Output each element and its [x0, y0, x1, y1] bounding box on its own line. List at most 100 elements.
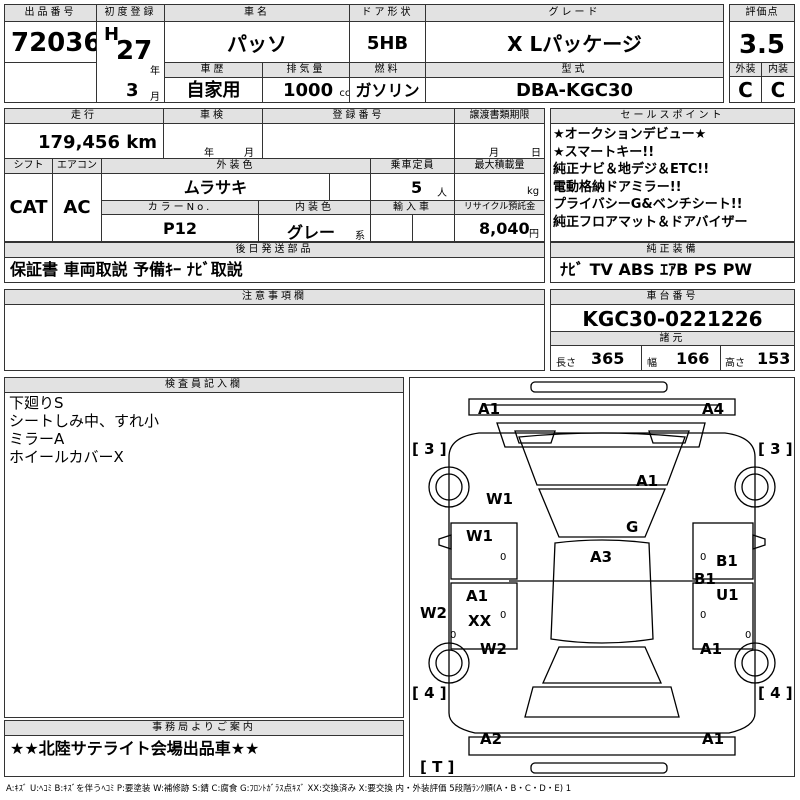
inspector-line: シートしみ中、すれ小 [9, 412, 160, 430]
lot-label: 出品番号 [5, 5, 97, 22]
int-color-label: 内装色 [259, 201, 371, 215]
grade-label: グレード [426, 5, 723, 22]
inspection-label: 車検 [164, 109, 263, 124]
interior-label: 内装 [762, 62, 794, 77]
length: 長さ 365 [551, 346, 642, 370]
exterior-label: 外装 [730, 62, 762, 77]
displacement-value: 1000 [283, 80, 334, 101]
equipment-value: ﾅﾋﾞ TV ABS ｴｱB PS PW [560, 260, 753, 279]
bracket-4-right: [ 4 ] [758, 684, 793, 702]
inspector-panel [4, 377, 404, 718]
int-color-value: グレー [287, 223, 336, 241]
history: 自家用 [165, 78, 263, 102]
transfer-month-unit: 月 [489, 148, 499, 158]
sales-point-item: 純正ナビ＆地デジ＆ETC!! [553, 162, 710, 177]
inspector-line: ミラーA [9, 430, 65, 448]
ext-color-label: 外装色 [102, 159, 371, 174]
spec-line-1 [5, 158, 544, 159]
car-diagram-panel [409, 377, 795, 777]
office-panel [4, 720, 404, 777]
door-label: ドア形状 [350, 5, 426, 22]
damage-a1-hood: A1 [636, 472, 659, 490]
displacement: 1000 cc [263, 78, 350, 102]
height-value: 153 [757, 349, 791, 368]
capacity: 5 人 [371, 174, 455, 201]
import-label: 輸入車 [371, 201, 455, 215]
mileage: 179,456 km [5, 124, 164, 158]
notes-value [10, 308, 540, 368]
bracket-3-left: [ 3 ] [412, 440, 447, 458]
mileage-unit: km [126, 132, 157, 153]
zero-mark-3: 0 [700, 552, 707, 563]
header-row2-line [165, 62, 723, 63]
capacity-unit: 人 [437, 188, 447, 199]
parts-label: 後日発送部品 [5, 243, 544, 258]
sales-point-item: 純正フロアマット＆ドアバイザー [553, 214, 748, 230]
import-value-b [413, 215, 455, 241]
header-panel [4, 4, 724, 103]
zero-mark-1: 0 [500, 552, 507, 563]
office-label: 事務局よりご案内 [5, 721, 403, 736]
first-reg-label: 初度登録 [97, 5, 165, 22]
history-label: 車歴 [165, 63, 263, 78]
damage-w2-side: W2 [420, 604, 447, 622]
mileage-value: 179,456 [38, 132, 120, 153]
door-type: 5HB [350, 22, 426, 62]
car-name: パッソ [165, 22, 350, 62]
spec-label: 諸元 [551, 332, 794, 346]
recycle-value: 8,040 [479, 219, 530, 238]
car-name-label: 車名 [165, 5, 350, 22]
model-label: 型式 [426, 63, 723, 78]
transfer-value: 月 日 [455, 124, 544, 158]
damage-a1-rear-door: A1 [466, 587, 489, 605]
reg-month: 3 [126, 80, 139, 101]
reg-year-unit: 年 [150, 66, 160, 76]
damage-b1-door-2: B1 [694, 570, 716, 588]
reg-no-label: 登録番号 [263, 109, 455, 124]
import-value-a [371, 215, 413, 241]
shift-label: シフト [5, 159, 53, 174]
bracket-4-left: [ 4 ] [412, 684, 447, 702]
fuel-label: 燃料 [350, 63, 426, 78]
ext-color-blank [330, 174, 371, 201]
damage-w1-door: W1 [466, 527, 493, 545]
displacement-label: 排気量 [263, 63, 350, 78]
damage-a3-roof: A3 [590, 548, 613, 566]
damage-a4-front-right: A4 [702, 400, 725, 418]
recycle: 8,040 円 [455, 215, 544, 241]
height: 高さ 153 [721, 346, 794, 370]
width: 幅 166 [642, 346, 721, 370]
model: DBA-KGC30 [515, 80, 634, 101]
lot-blank [5, 62, 97, 102]
shift: CAT [5, 174, 53, 241]
score-panel [729, 4, 795, 103]
damage-a1-rear-right: A1 [702, 730, 725, 748]
office-value: ★★北陸サテライト会場出品車★★ [10, 739, 260, 758]
reg-year: 27 [116, 36, 152, 66]
inspector-label: 検査員記入欄 [5, 378, 403, 393]
insp-month-unit: 月 [244, 148, 254, 158]
reg-month-unit: 月 [150, 92, 160, 102]
reg-divider [164, 5, 165, 102]
spec-panel [4, 108, 545, 242]
damage-w1-fender: W1 [486, 490, 513, 508]
fuel: ガソリン [350, 78, 426, 102]
era: H [104, 24, 120, 45]
inspector-line: ホイールカバーX [9, 448, 124, 466]
damage-a1-front-left: A1 [478, 400, 501, 418]
mileage-label: 走行 [5, 109, 164, 124]
width-value: 166 [676, 349, 710, 368]
max-load-label: 最大積載量 [455, 159, 544, 174]
score: 3.5 [738, 30, 786, 60]
exterior-grade: C [730, 77, 762, 102]
width-label: 幅 [647, 358, 657, 369]
sales-points-panel [550, 108, 795, 242]
inspector-notes: 下廻りS シートしみ中、すれ小 ミラーA ホイールカバーX [9, 394, 399, 594]
parts-value: 保証書 車両取説 予備ｷｰ ﾅﾋﾞ取説 [10, 260, 243, 279]
damage-a2-rear-left: A2 [480, 730, 503, 748]
reg-no-value [263, 124, 455, 158]
int-color: グレー 系 [259, 215, 371, 241]
insp-year-unit: 年 [204, 148, 214, 158]
recycle-unit: 円 [529, 229, 539, 240]
inspection-value: 年 月 [164, 124, 263, 158]
